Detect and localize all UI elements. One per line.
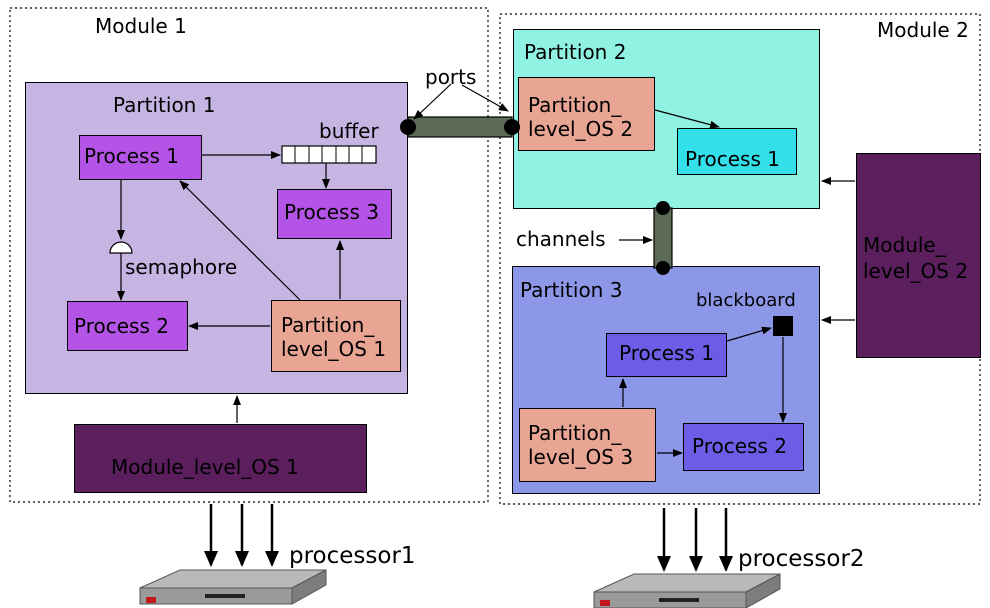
p3-process1-label: Process 1 [619,341,714,365]
module-os2-box [856,153,981,358]
processor2-arrows [657,508,733,572]
p1-partition-os-box [271,300,401,372]
p3-process1-box [606,333,727,377]
partition2-label: Partition 2 [524,40,627,64]
buffer-icon [281,145,377,164]
p2-process1-box [677,128,797,175]
p2-process1-label: Process 1 [685,147,780,171]
module-os1-box [74,424,367,493]
server-icon [593,573,781,608]
module-os1-label: Module_level_OS 1 [111,455,299,479]
module-os2-label: Module_ level_OS 2 [863,233,969,283]
processor1-arrows [204,504,279,567]
blackboard-label: blackboard [696,290,796,311]
partition1-label: Partition 1 [113,93,216,117]
arrow-ports-to-p1 [413,83,452,120]
ports-label: ports [425,65,477,89]
semaphore-icon [109,241,133,254]
p3-process2-box [683,423,804,471]
p2-partition-os-box [518,77,655,151]
p1-process2-label: Process 2 [74,314,169,338]
module1-label: Module 1 [95,14,187,38]
partition3-label: Partition 3 [520,278,623,302]
ports-pipe [400,116,520,138]
module1-border [9,7,489,503]
processor2-label: processor2 [738,546,865,572]
buffer-label: buffer [319,119,379,143]
semaphore-label: semaphore [125,255,238,279]
arrow-process1-to-blackboard [726,326,772,342]
channels-label: channels [516,227,606,251]
blackboard-icon [773,316,793,336]
p1-process2-box [67,301,188,351]
server-icon [139,569,327,605]
arrow-os1-to-process1 [179,180,301,301]
module2-label: Module 2 [877,18,969,42]
p3-process2-label: Process 2 [692,434,787,458]
p3-partition-os-box [519,408,656,482]
p1-process3-label: Process 3 [284,200,379,224]
p2-partition-os-label: Partition_ level_OS 2 [528,93,634,141]
p1-process1-label: Process 1 [84,144,179,168]
processor1-label: processor1 [289,543,416,569]
arrow-ports-to-p2 [461,84,509,112]
arrow-os2-to-process1 [654,109,720,129]
p1-partition-os-label: Partition_ level_OS 1 [281,313,387,361]
channels-pipe [653,201,673,275]
p3-partition-os-label: Partition_ level_OS 3 [528,421,634,469]
p1-process3-box [277,189,392,239]
p1-process1-box [79,135,202,180]
